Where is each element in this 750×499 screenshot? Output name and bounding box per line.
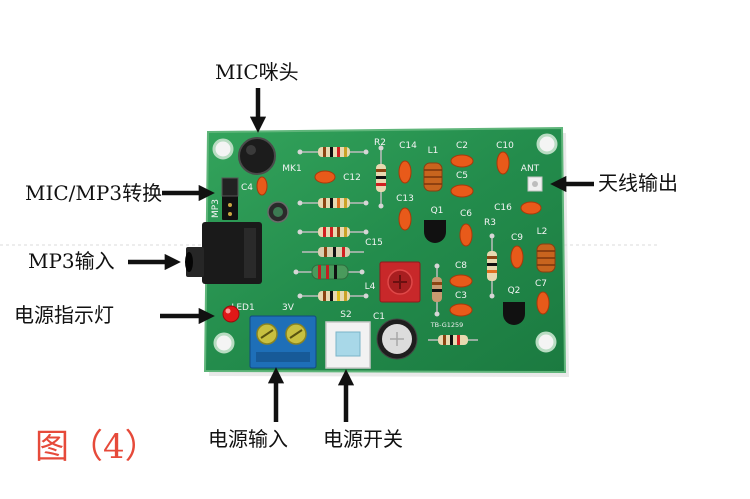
silk-board-code: TB-G1259: [430, 321, 464, 329]
silk-s2: S2: [340, 310, 351, 320]
capacitor-c12: [314, 170, 336, 184]
silk-c14: C14: [399, 141, 417, 151]
silk-l4: L4: [365, 282, 376, 292]
mic-mp3-jumper: [221, 177, 239, 220]
label-antenna-output: 天线输出: [598, 171, 678, 195]
figure-number: 图（4）: [35, 427, 159, 467]
resistor-vertical: [432, 268, 442, 312]
mounting-hole: [535, 331, 557, 353]
capacitor-c4: [256, 176, 268, 196]
resistor: [428, 335, 478, 345]
silk-ant: ANT: [521, 164, 540, 174]
trimmer-potentiometer: [379, 261, 421, 303]
silk-c4: C4: [241, 183, 253, 193]
resistor: [302, 198, 364, 208]
silk-mk1: MK1: [282, 164, 301, 174]
resistor: [302, 291, 364, 301]
capacitor-c8: [449, 274, 473, 288]
coil-l1: [423, 162, 443, 192]
transistor-q1: [424, 220, 446, 243]
resistor: [302, 147, 364, 157]
label-power-input: 电源输入: [208, 427, 288, 451]
label-power-switch: 电源开关: [323, 427, 403, 451]
capacitor-c3: [449, 303, 473, 317]
capacitor-c9: [510, 245, 524, 269]
label-mic: MIC咪头: [215, 60, 299, 84]
electrolytic-capacitor-c1: [376, 318, 418, 360]
resistor-r2: [376, 150, 386, 204]
silk-c1: C1: [373, 312, 385, 322]
mounting-hole: [536, 133, 558, 155]
coil-l2: [536, 243, 556, 273]
capacitor-c7: [536, 291, 550, 315]
mounting-hole: [213, 332, 235, 354]
antenna-pad: [527, 176, 543, 192]
inductor-green: [298, 264, 360, 280]
silk-c13: C13: [396, 194, 414, 204]
audio-jack: [185, 222, 262, 284]
capacitor-c14: [398, 160, 412, 184]
capacitor-c13: [398, 207, 412, 231]
capacitor-c5: [450, 184, 474, 198]
silk-r2: R2: [374, 138, 386, 148]
silk-c12: C12: [343, 173, 361, 183]
silk-q2: Q2: [508, 286, 521, 296]
silk-c5: C5: [456, 171, 468, 181]
microphone: [238, 137, 276, 175]
label-mic-mp3-switch: MIC/MP3转换: [25, 181, 163, 205]
resistor: [302, 247, 364, 257]
silk-c6: C6: [460, 209, 472, 219]
capacitor-c2: [450, 154, 474, 168]
silk-c15: C15: [365, 238, 383, 248]
power-led: [222, 305, 240, 323]
callout-arrows: [128, 88, 594, 422]
mounting-holes: [212, 133, 558, 354]
power-switch: [325, 321, 371, 369]
silk-l2: L2: [537, 227, 548, 237]
silk-led1: LED1: [231, 303, 254, 313]
disc-capacitor: [267, 201, 289, 223]
silk-c7: C7: [535, 279, 547, 289]
silk-c9: C9: [511, 233, 523, 243]
silk-3v: 3V: [282, 303, 295, 313]
silk-c2: C2: [456, 141, 468, 151]
silk-mp3: MP3: [211, 199, 221, 218]
silk-r3: R3: [484, 218, 496, 228]
silk-c3: C3: [455, 291, 467, 301]
label-power-indicator: 电源指示灯: [14, 303, 114, 327]
label-mp3-input: MP3输入: [28, 249, 115, 273]
resistor-r3: [487, 238, 497, 294]
silk-c16: C16: [494, 203, 512, 213]
capacitor-c6: [459, 223, 473, 247]
silk-l1: L1: [428, 146, 439, 156]
silk-c10: C10: [496, 141, 514, 151]
resistor: [302, 227, 364, 237]
power-terminal-block: [249, 315, 317, 369]
silk-q1: Q1: [431, 206, 444, 216]
solder-pads: [293, 145, 495, 317]
capacitor-c16: [520, 201, 542, 215]
mounting-hole: [212, 138, 234, 160]
capacitor-c10: [496, 151, 510, 175]
transistor-q2: [503, 302, 525, 325]
pcb-board: [203, 126, 567, 374]
silk-c8: C8: [455, 261, 467, 271]
